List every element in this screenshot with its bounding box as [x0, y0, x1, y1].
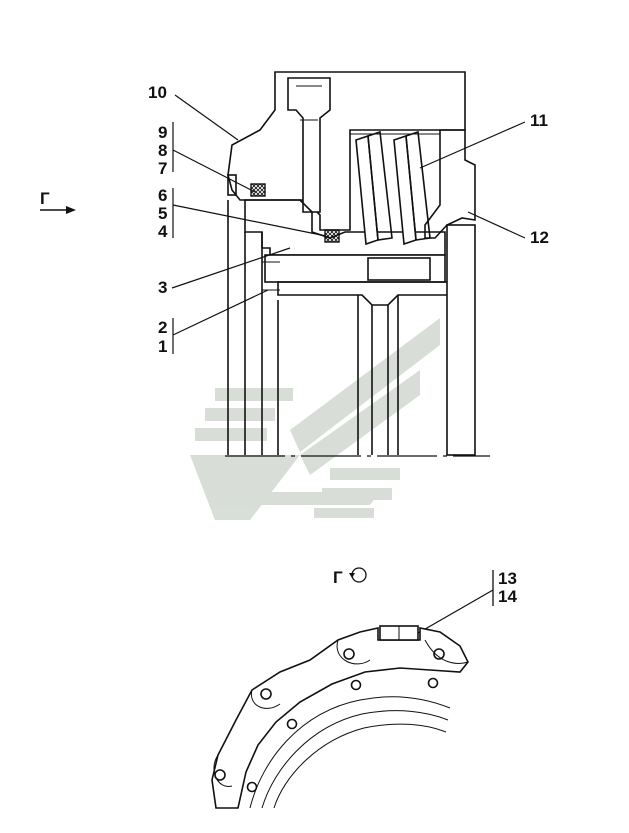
outer-ring-12: [424, 129, 476, 239]
disc-springs: [350, 130, 440, 246]
callout-7: 7: [158, 159, 167, 178]
lower-disc: [277, 281, 449, 306]
leader-lines: [171, 94, 526, 354]
section-view: [225, 71, 490, 457]
o-ring-8: [250, 183, 266, 197]
rotate-icon: [351, 567, 367, 583]
o-ring-5: [324, 229, 340, 243]
callout-8: 8: [158, 141, 167, 160]
callout-1: 1: [158, 337, 167, 356]
callout-10: 10: [148, 83, 167, 102]
view-arrow: Г: [40, 189, 76, 214]
bolt-bore: [287, 77, 331, 213]
view-label: Г: [333, 567, 367, 587]
housing-body: [227, 71, 466, 231]
callout-4: 4: [158, 222, 168, 241]
callout-5: 5: [158, 204, 167, 223]
callout-14: 14: [498, 587, 517, 606]
watermark-logo: [190, 318, 440, 520]
callout-13: 13: [498, 569, 517, 588]
flange-outline: [211, 627, 469, 809]
callout-12: 12: [530, 228, 549, 247]
view-label-letter: Г: [333, 568, 343, 587]
callout-2: 2: [158, 318, 167, 337]
callout-9: 9: [158, 123, 167, 142]
callout-11: 11: [530, 111, 548, 130]
flange-view: [211, 570, 494, 809]
callout-labels: 10 9 8 7 6 5 4 3 2 1 11 12 13 14: [148, 83, 549, 606]
callout-3: 3: [158, 278, 167, 297]
callout-6: 6: [158, 186, 167, 205]
piston-plate: [244, 199, 446, 256]
view-marker-letter: Г: [40, 189, 50, 208]
